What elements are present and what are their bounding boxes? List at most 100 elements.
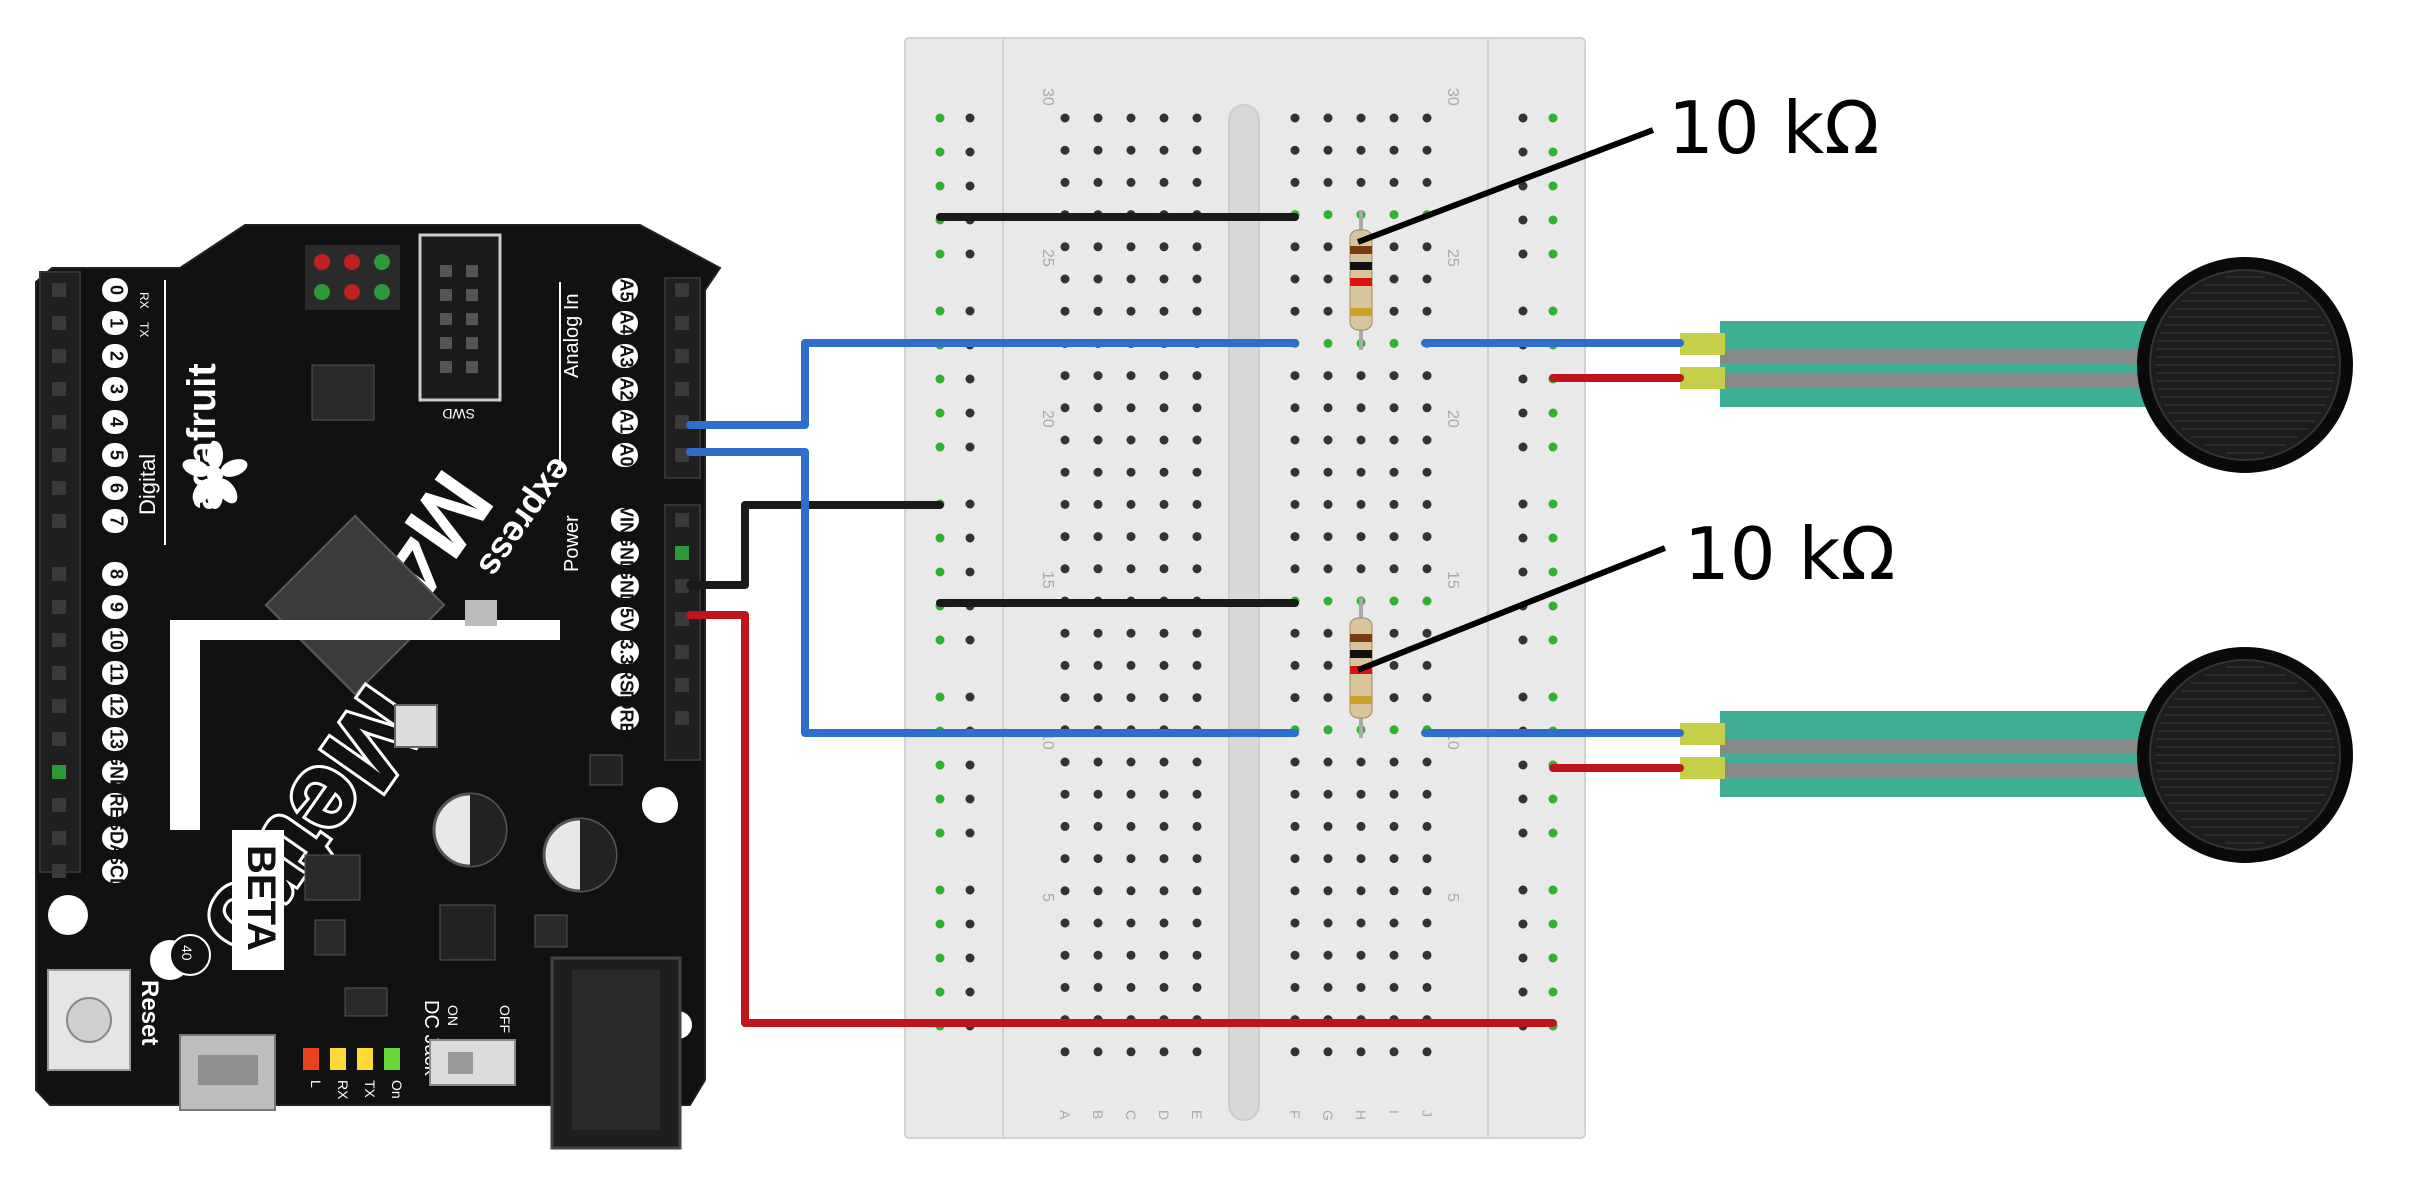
breadboard-hole <box>1422 821 1432 831</box>
callout-leader-bottom <box>1356 545 1667 673</box>
breadboard-center-channel <box>1228 104 1260 1121</box>
smd-component <box>304 854 361 901</box>
led-label: TX <box>362 1080 378 1099</box>
header-pin <box>52 699 66 713</box>
header-pin <box>52 864 66 878</box>
breadboard-hole <box>1323 660 1333 670</box>
rx-mark: RX <box>137 292 151 309</box>
breadboard-hole <box>1126 306 1136 316</box>
breadboard-hole <box>1422 532 1432 542</box>
breadboard-hole <box>1060 886 1070 896</box>
svg-text:GND: GND <box>616 533 636 573</box>
breadboard-hole <box>1126 532 1136 542</box>
breadboard-hole <box>1422 403 1432 413</box>
breadboard-hole <box>1323 113 1333 123</box>
pin-label: GND <box>611 533 639 573</box>
rail-hole <box>1518 760 1528 770</box>
rail-hole <box>1548 567 1558 577</box>
breadboard-hole <box>1323 789 1333 799</box>
breadboard-hole <box>1323 725 1333 735</box>
breadboard-hole <box>1060 113 1070 123</box>
rail-hole <box>1548 442 1558 452</box>
breadboard-hole <box>1060 532 1070 542</box>
rail-hole <box>965 692 975 702</box>
resistors <box>1349 210 1373 738</box>
breadboard-hole <box>1356 854 1366 864</box>
breadboard-hole <box>1389 628 1399 638</box>
breadboard-hole <box>1323 918 1333 928</box>
breadboard-hole <box>1356 499 1366 509</box>
breadboard-hole <box>1356 1047 1366 1057</box>
breadboard-hole <box>1422 596 1432 606</box>
breadboard-hole <box>1093 854 1103 864</box>
microcontroller <box>264 514 446 696</box>
breadboard-hole <box>1422 1047 1432 1057</box>
breadboard-hole <box>1422 757 1432 767</box>
rail-hole <box>935 953 945 963</box>
wires <box>686 213 1684 1027</box>
pin-label: 2 <box>102 344 128 368</box>
sensor-pin <box>1680 757 1725 779</box>
breadboard-hole <box>1093 950 1103 960</box>
breadboard-hole <box>1290 499 1300 509</box>
breadboard-hole <box>1323 532 1333 542</box>
breadboard-hole <box>1290 371 1300 381</box>
breadboard-hole <box>1422 886 1432 896</box>
breadboard-hole <box>1389 564 1399 574</box>
breadboard-hole <box>1192 757 1202 767</box>
header-pin <box>675 415 689 429</box>
pin-label: 6 <box>102 476 128 500</box>
breadboard-hole <box>1356 371 1366 381</box>
led <box>374 284 390 300</box>
breadboard-hole <box>1159 532 1169 542</box>
svg-text:VIN: VIN <box>616 505 636 535</box>
row-number: 20 <box>1039 410 1056 428</box>
breadboard-hole <box>1093 660 1103 670</box>
pin-label: 3 <box>102 377 128 401</box>
force-sensor-top <box>1680 257 2353 473</box>
rail-hole <box>935 885 945 895</box>
breadboard-hole <box>1093 789 1103 799</box>
breadboard-hole <box>1290 113 1300 123</box>
rail-hole <box>1548 953 1558 963</box>
column-label: I <box>1386 1110 1402 1114</box>
breadboard-hole <box>1093 371 1103 381</box>
rail-hole <box>1518 147 1528 157</box>
svg-text:4: 4 <box>106 417 126 427</box>
breadboard-hole <box>1290 564 1300 574</box>
header-pin <box>675 349 689 363</box>
breadboard-hole <box>1323 338 1333 348</box>
breadboard-hole <box>1060 403 1070 413</box>
flash-chip <box>311 364 375 421</box>
breadboard-hole <box>1093 532 1103 542</box>
header-pin <box>675 612 689 626</box>
breadboard-hole <box>1126 757 1136 767</box>
rail-hole <box>965 113 975 123</box>
breadboard-hole <box>1356 789 1366 799</box>
led <box>374 254 390 270</box>
column-label: C <box>1123 1110 1139 1120</box>
breadboard-hole <box>1192 950 1202 960</box>
breadboard-hole <box>1422 660 1432 670</box>
breadboard-hole <box>1159 499 1169 509</box>
rail-hole <box>965 635 975 645</box>
svg-text:0: 0 <box>106 285 126 295</box>
rail-hole <box>965 919 975 929</box>
breadboard-hole <box>1422 113 1432 123</box>
svg-text:A3: A3 <box>616 344 636 367</box>
breadboard-hole <box>1060 693 1070 703</box>
breadboard-hole <box>1060 950 1070 960</box>
force-sensor-bottom <box>1680 647 2353 863</box>
breadboard-hole <box>1422 789 1432 799</box>
breadboard-hole <box>1356 113 1366 123</box>
rail-hole <box>1518 885 1528 895</box>
swd-label: SWD <box>442 406 475 422</box>
row-number: 25 <box>1039 249 1056 267</box>
rail-hole <box>935 692 945 702</box>
rail-hole <box>1548 181 1558 191</box>
swd-pin <box>440 313 452 325</box>
header-pin <box>52 567 66 581</box>
pin-label: 13 <box>102 727 128 751</box>
breadboard-hole <box>1093 982 1103 992</box>
rail-hole <box>1548 601 1558 611</box>
